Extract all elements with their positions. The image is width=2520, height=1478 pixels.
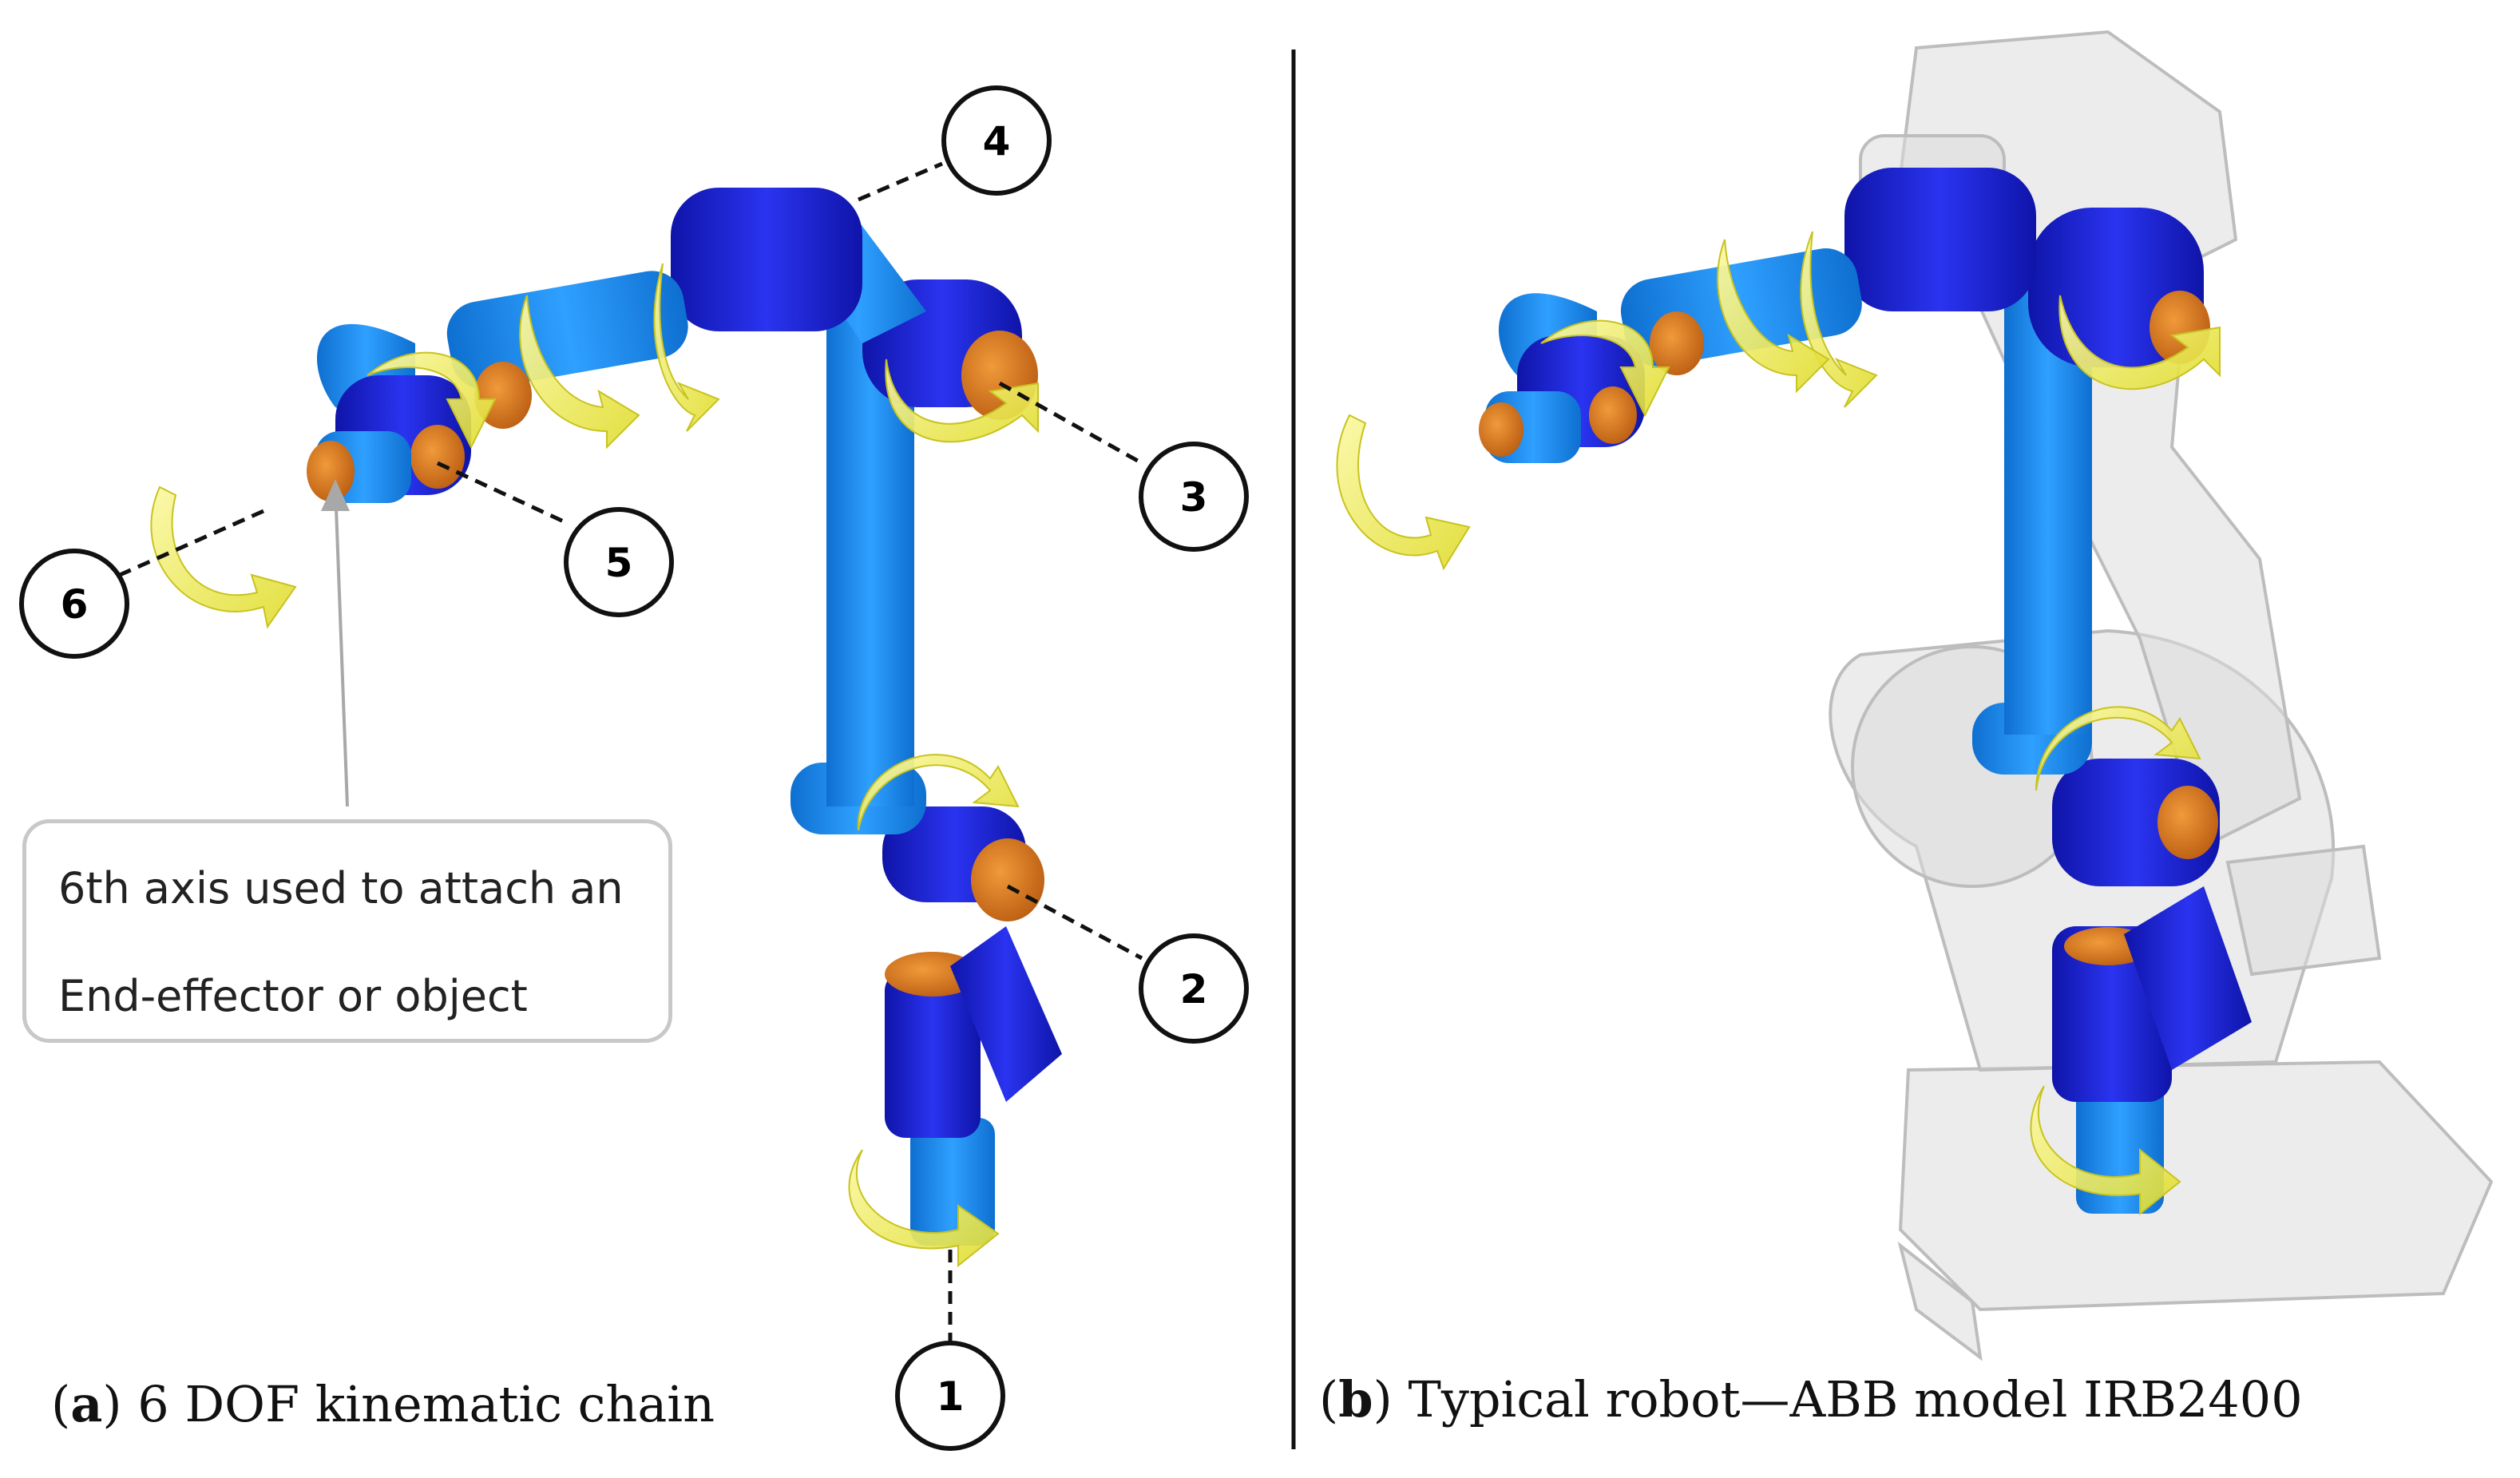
b-end-effector-cap — [1479, 402, 1523, 457]
axis-marker-2: 2 — [1139, 933, 1249, 1044]
callout-line-1: 6th axis used to attach an — [58, 863, 624, 913]
callout-box: 6th axis used to attach an End-effector … — [22, 819, 672, 1043]
panel-b-caption: (b) Typical robot—ABB model IRB2400 — [1319, 1370, 2303, 1428]
axis-label-6: 6 — [61, 581, 89, 628]
axis-label-5: 5 — [605, 540, 633, 586]
joint5-cap — [410, 425, 465, 489]
panel-b-letter: b — [1338, 1370, 1373, 1428]
base-body — [885, 970, 981, 1138]
joint2-cap — [971, 838, 1044, 921]
panel-a-leader-lines — [118, 161, 1143, 1349]
shoulder-link — [950, 926, 1062, 1102]
rotation-arrow-2 — [857, 754, 1020, 831]
rotation-arrow-6 — [150, 485, 297, 629]
panel-b-rotation-arrows — [1336, 231, 2221, 1216]
axis-marker-3: 3 — [1139, 442, 1249, 552]
axis-marker-1: 1 — [895, 1341, 1005, 1451]
joint4-housing — [671, 188, 862, 331]
axis-label-1: 1 — [937, 1373, 965, 1420]
axis-marker-5: 5 — [564, 507, 674, 617]
b-joint5-cap — [1589, 386, 1637, 444]
panel-a-robot — [307, 188, 1062, 1246]
panel-a-caption-text: 6 DOF kinematic chain — [137, 1375, 715, 1433]
callout-pointer-head — [321, 479, 350, 511]
axis-label-4: 4 — [983, 118, 1011, 164]
axis-label-3: 3 — [1180, 474, 1208, 521]
axis-marker-6: 6 — [19, 549, 129, 659]
end-effector-cap — [307, 441, 355, 501]
rotation-arrow-4 — [653, 263, 720, 432]
base-column — [910, 1118, 995, 1246]
b-joint4-housing — [1844, 168, 2036, 311]
axis-markers: 1 2 3 4 5 6 — [19, 85, 1249, 1451]
callout-pointer — [334, 486, 349, 807]
b-joint2-cap — [2157, 786, 2218, 859]
axis-marker-4: 4 — [941, 85, 1052, 196]
panel-b-caption-text: Typical robot—ABB model IRB2400 — [1408, 1370, 2303, 1428]
forearm — [446, 271, 688, 390]
panel-b-robot — [1479, 168, 2252, 1214]
b-shoulder — [2124, 886, 2252, 1070]
rotation-arrow-1 — [848, 1149, 1000, 1268]
axis-label-2: 2 — [1180, 966, 1208, 1012]
callout-line-2: End-effector or object — [58, 971, 528, 1021]
b-forearm-cap — [1650, 311, 1704, 375]
panel-a-letter: a — [70, 1375, 103, 1433]
panel-a-caption: (a) 6 DOF kinematic chain — [51, 1375, 715, 1433]
rotation-arrow-5 — [367, 351, 497, 450]
rotation-arrow-4b — [519, 295, 640, 450]
rotation-arrow-3 — [885, 359, 1039, 443]
